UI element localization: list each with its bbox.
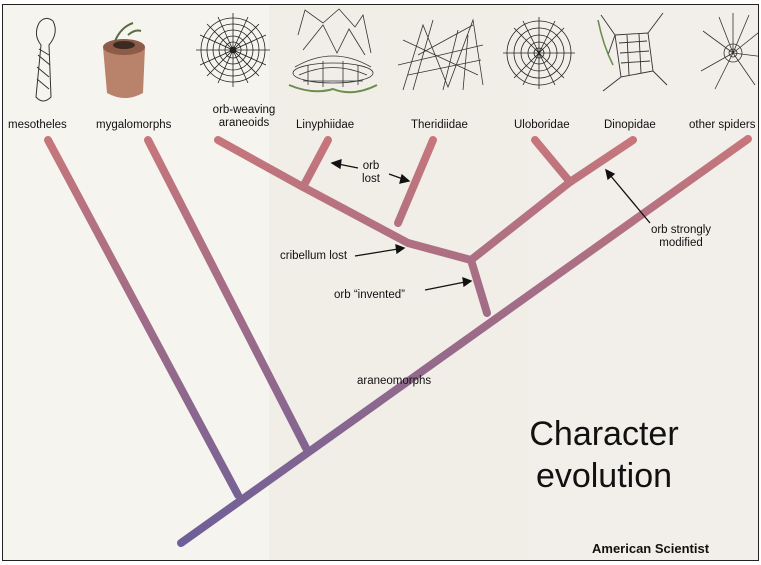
annotation-orb-lost: orb lost xyxy=(354,160,388,186)
burrow-tube-icon xyxy=(36,18,55,101)
branch-dinopidae xyxy=(570,140,633,182)
label-mygalomorphs: mygalomorphs xyxy=(96,119,171,132)
arrow-cribellum-lost xyxy=(396,245,404,253)
branch-araneoid-stem xyxy=(303,187,408,243)
label-dinopidae: Dinopidae xyxy=(604,119,656,132)
annotation-orb-invented: orb “invented” xyxy=(334,289,405,302)
label-theridiidae: Theridiidae xyxy=(411,119,468,132)
label-orb-weaving-araneoids: orb-weaving araneoids xyxy=(204,104,284,130)
label-mesotheles: mesotheles xyxy=(8,119,67,132)
branch-uloboridae xyxy=(535,140,570,182)
figure-slide: mesotheles mygalomorphs orb-weaving aran… xyxy=(2,4,759,561)
label-linyphiidae: Linyphiidae xyxy=(296,119,354,132)
net-casting-web-icon xyxy=(598,13,667,91)
branch-araneoids xyxy=(218,140,303,187)
arrow-orb-invented xyxy=(463,278,471,286)
uloborid-orb-web-icon xyxy=(503,17,575,89)
radial-web-icon xyxy=(701,13,758,89)
branch-linyphiidae xyxy=(303,140,328,187)
tangle-web-icon xyxy=(398,20,483,90)
orb-web-icon xyxy=(196,13,270,87)
label-uloboridae: Uloboridae xyxy=(514,119,570,132)
credit-label: American Scientist xyxy=(592,541,709,556)
slide-title: Character evolution xyxy=(499,413,709,497)
sheet-web-icon xyxy=(289,9,377,92)
arrow-orb-lost-right xyxy=(400,175,409,183)
annotation-orb-strongly-modified: orb strongly modified xyxy=(641,224,721,250)
arrow-orb-lost-left xyxy=(332,160,341,168)
branch-mesotheles xyxy=(48,140,238,495)
branch-orbicularian-stem xyxy=(408,243,471,260)
annotation-cribellum-lost: cribellum lost xyxy=(280,250,347,263)
branch-orb-stem xyxy=(471,260,487,313)
label-other-spiders: other spiders xyxy=(689,119,755,132)
branch-mygalomorphs xyxy=(148,140,306,448)
branch-deinopoid-stem xyxy=(471,182,570,260)
trapdoor-stump-icon xyxy=(103,23,145,98)
annotation-araneomorphs: araneomorphs xyxy=(357,375,431,388)
